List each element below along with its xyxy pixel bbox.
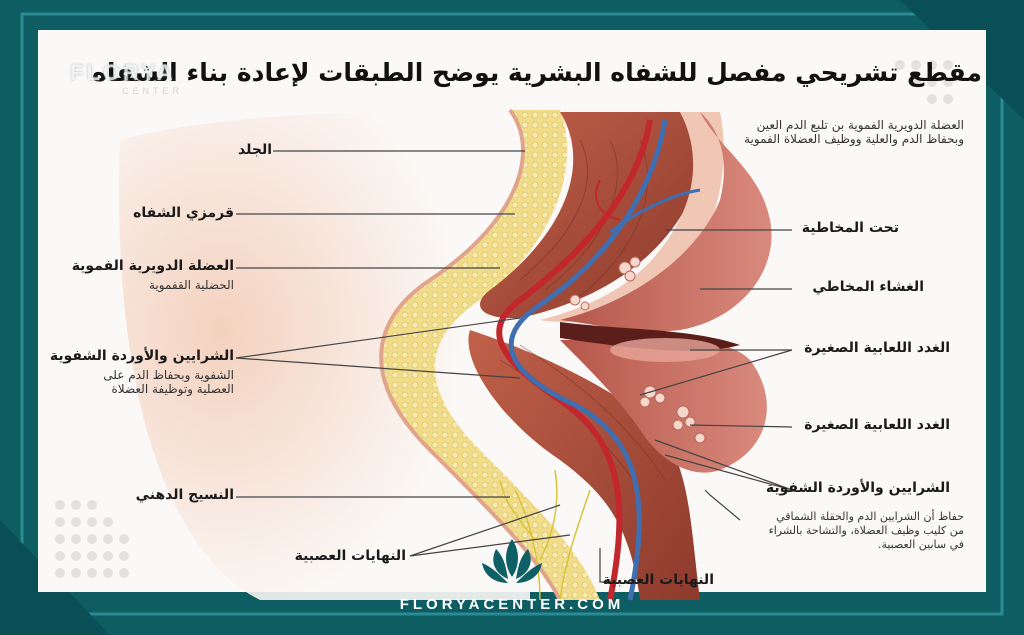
nerve-endings xyxy=(499,469,591,601)
vein-branch xyxy=(609,188,701,234)
page-title: مقطع تشريحي مفصل للشفاه البشرية يوضح الط… xyxy=(92,58,982,87)
orbicularis-muscle-upper xyxy=(480,112,695,319)
dot-pattern-left xyxy=(55,500,129,578)
orbicularis-muscle-lower xyxy=(468,330,700,600)
note-orbicularis: العضلة الدويرية الفموية بن تلبع الدم الع… xyxy=(744,118,964,146)
label-orbicularis: العضلة الدويرية الفموية xyxy=(71,258,234,274)
label-orbicularis-sub: الحضلية القفموية xyxy=(148,278,234,292)
label-submucosa: تحت المخاطية xyxy=(801,220,899,236)
label-mucosa: الغشاء المخاطي xyxy=(812,279,924,295)
lower-lip xyxy=(560,338,767,473)
fat-layer xyxy=(381,110,600,600)
face-skin-background xyxy=(119,110,530,600)
label-arteries-sub2: العصلية وتوظيفة العضلاة xyxy=(111,382,234,396)
label-skin: الجلد xyxy=(238,142,272,158)
leader-lines-left xyxy=(235,150,571,557)
brand-logo-top: FLORYA CENTER xyxy=(70,60,183,96)
artery-branch xyxy=(595,179,621,221)
labial-artery xyxy=(496,119,653,601)
brand-sub: CENTER xyxy=(122,86,184,96)
label-vermilion: قرمزي الشفاه xyxy=(133,205,234,221)
label-nerves-right: النهايات العصبية xyxy=(602,572,714,588)
brand-name: FLORYA xyxy=(70,60,176,85)
leader-lines-right xyxy=(599,229,793,583)
label-fat: النسيج الدهني xyxy=(135,487,234,503)
minor-salivary-glands xyxy=(569,256,706,444)
label-glands-2: الغدد اللعابية الصغيرة xyxy=(804,417,950,433)
dot-pattern-right xyxy=(895,60,953,104)
label-arteries-sub1: الشفوية وبحفاظ الدم على xyxy=(103,368,234,382)
footer-url[interactable]: FLORYACENTER.COM xyxy=(399,596,625,613)
labial-vein xyxy=(508,119,668,601)
mucosa-highlight xyxy=(610,338,720,362)
skin-line xyxy=(379,108,562,601)
upper-lip xyxy=(560,112,772,332)
label-nerves-left: النهايات العصبية xyxy=(294,548,406,564)
note-arteries: حفاظ أن الشرايين الدم والحقلة الشماقي من… xyxy=(768,510,964,551)
florya-leaf-logo xyxy=(482,539,542,583)
label-arteries-left: الشرايين والأوردة الشفوية xyxy=(49,348,234,364)
label-arteries-right: الشرايين والأوردة الشفوية xyxy=(765,480,950,496)
label-glands-1: الغدد اللعابية الصغيرة xyxy=(804,340,950,356)
